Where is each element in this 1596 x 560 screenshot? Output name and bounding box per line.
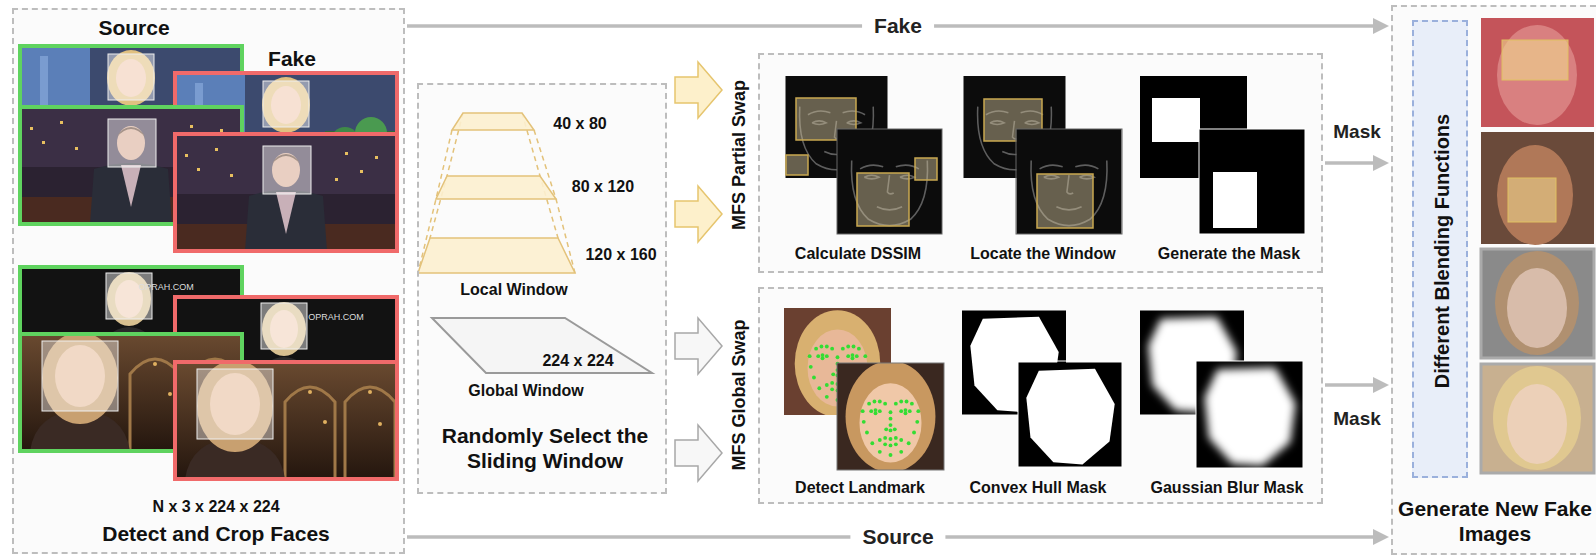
arrow-head	[1373, 529, 1389, 545]
panel-border	[758, 287, 1323, 504]
dimension-label: 120 x 160	[585, 245, 656, 264]
edge-label: Mask	[1333, 408, 1381, 431]
partial-block-arrow	[675, 62, 722, 242]
partial-swap-panel: MFS Partial SwapCalculate DSSIM Locate th…	[728, 53, 1323, 273]
window-label: Local Window	[460, 280, 567, 299]
mask-arrow	[1325, 377, 1389, 393]
step-caption: Generate the Mask	[1158, 244, 1300, 263]
arrow-head	[1373, 155, 1389, 171]
block-arrow	[675, 425, 722, 481]
box-heading: Different Blending Functions	[1430, 114, 1454, 388]
edge-label: Fake	[862, 13, 934, 38]
output-panel: Generate New Fake Images Different Blendi…	[1391, 5, 1596, 555]
block-arrow	[675, 318, 722, 374]
arrow-head	[1373, 18, 1389, 34]
step-caption: Convex Hull Mask	[970, 478, 1107, 497]
group-heading: Fake	[268, 46, 316, 71]
global-block-arrow	[675, 318, 722, 481]
panel-border	[758, 53, 1323, 273]
connector-line	[1325, 383, 1375, 387]
group-heading: Source	[98, 15, 169, 40]
global-swap-panel: MFS Global SwapDetect Landmark Convex Hul…	[728, 287, 1323, 504]
mask-arrow	[1325, 155, 1389, 171]
block-arrow	[675, 62, 722, 118]
tensor-size: N x 3 x 224 x 224	[152, 497, 279, 516]
panel-caption: Detect and Crop Faces	[102, 521, 330, 546]
branch-heading: MFS Partial Swap	[729, 80, 751, 230]
connector-line	[1325, 161, 1375, 165]
watermark: OPRAH.COM	[308, 312, 364, 323]
dimension-label: 40 x 80	[553, 114, 606, 133]
input-panel: SourceFake N x 3 x 224 x 224Detect and Cr…	[12, 8, 405, 554]
step-caption: Detect Landmark	[795, 478, 925, 497]
dimension-label: 224 x 224	[542, 351, 613, 370]
dimension-label: 80 x 120	[572, 177, 634, 196]
branch-heading: MFS Global Swap	[729, 319, 751, 470]
watermark: OPRAH.COM	[138, 282, 194, 293]
edge-label: Mask	[1333, 121, 1381, 144]
panel-caption: Randomly Select the Sliding Window	[425, 423, 665, 473]
window-label: Global Window	[468, 381, 583, 400]
edge-label: Source	[850, 524, 945, 549]
step-caption: Locate the Window	[970, 244, 1116, 263]
blending-box: Different Blending Functions	[1412, 20, 1468, 478]
block-arrow	[675, 186, 722, 242]
step-caption: Gaussian Blur Mask	[1151, 478, 1304, 497]
step-caption: Calculate DSSIM	[795, 244, 921, 263]
panel-caption: Generate New Fake Images	[1395, 496, 1595, 546]
arrow-head	[1373, 377, 1389, 393]
